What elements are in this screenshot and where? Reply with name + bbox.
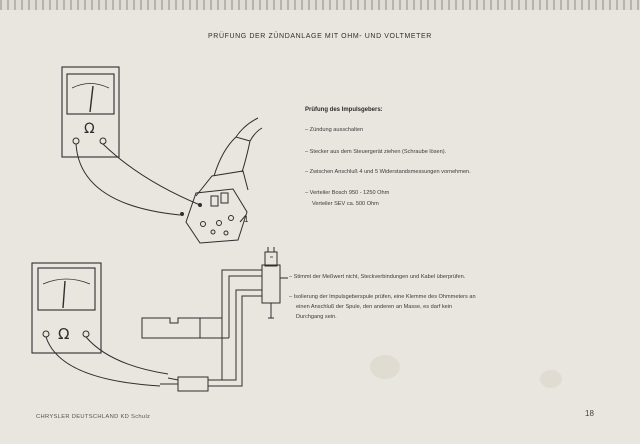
ohm-symbol-bottom: Ω — [58, 325, 69, 343]
instruction-step: – Verteiler Bosch 950 - 1250 Ohm — [305, 190, 390, 196]
section-title: Prüfung des Impulsgebers: — [305, 107, 383, 113]
probe-tip — [198, 203, 202, 207]
test-lead — [102, 143, 201, 206]
terminal-bottom-left — [42, 330, 50, 338]
harness-wires — [200, 269, 262, 387]
terminal-bottom-right — [82, 330, 90, 338]
terminal-top-right — [99, 137, 107, 145]
instruction-step: – Isolierung der Impulsgeberspule prüfen… — [289, 294, 476, 300]
test-lead — [45, 336, 161, 387]
instruction-step: – Stecker aus dem Steuergerät ziehen (Sc… — [305, 149, 447, 155]
ohm-symbol-top: Ω — [84, 121, 95, 137]
instruction-step: Durchgang sein. — [296, 314, 337, 320]
control-unit — [141, 317, 201, 339]
callout-label: 1 — [244, 215, 249, 224]
test-lead — [75, 143, 181, 216]
page-heading: PRÜFUNG DER ZÜNDANLAGE MIT OHM- UND VOLT… — [208, 33, 432, 40]
pulse-generator — [261, 247, 288, 319]
ohmmeter-top — [61, 66, 120, 158]
instruction-step: Verteiler SEV ca. 500 Ohm — [312, 201, 379, 207]
page-number: 18 — [585, 409, 594, 418]
terminal-top-left — [72, 137, 80, 145]
ohmmeter-bottom — [31, 262, 102, 354]
paper-stain — [540, 370, 562, 388]
wiring-connector — [160, 376, 214, 392]
instruction-step: einen Anschluß der Spule, den anderen an… — [296, 304, 453, 310]
spiral-binding — [0, 0, 640, 10]
instruction-step: – Zündung ausschalten — [305, 127, 364, 133]
probe-tip — [180, 212, 184, 216]
test-lead — [85, 336, 169, 375]
instruction-step: – Stimmt der Meßwert nicht, Steckverbind… — [289, 274, 466, 280]
control-unit-plug — [185, 117, 263, 244]
paper-stain — [370, 355, 400, 379]
footer-publisher: CHRYSLER DEUTSCHLAND KD Schulz — [36, 414, 151, 420]
instruction-step: – Zwischen Anschluß 4 und 5 Widerstandsm… — [305, 169, 471, 175]
